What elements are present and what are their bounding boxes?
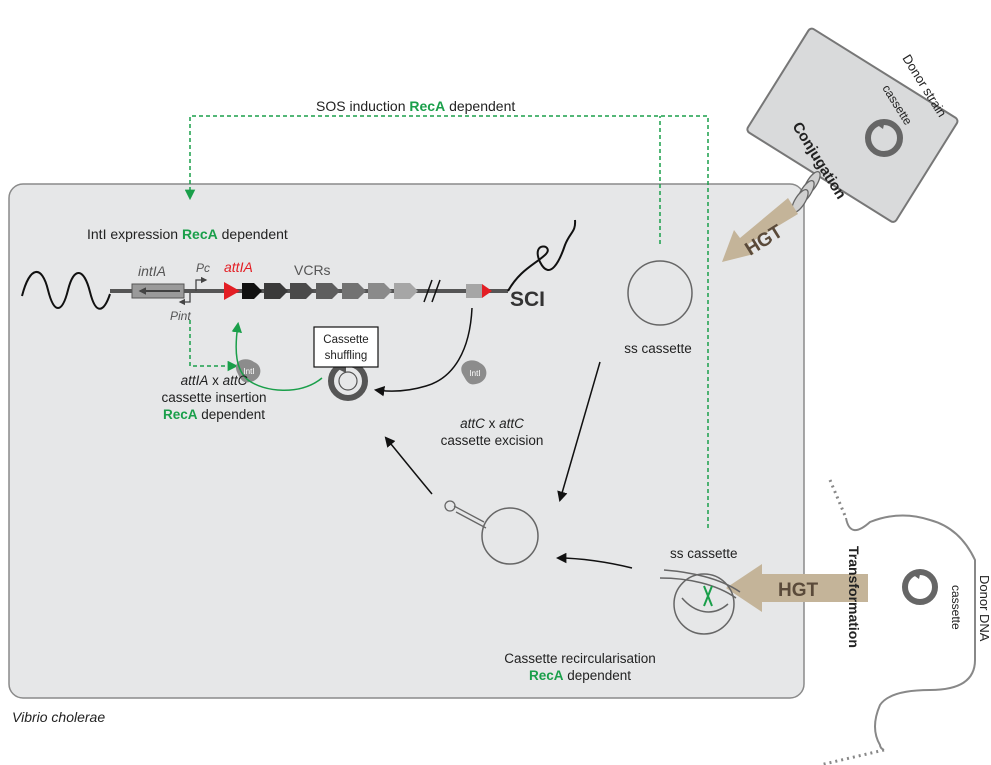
insertion-line2: cassette insertion <box>161 390 266 405</box>
intl-label-left: IntI <box>243 367 254 376</box>
ss-cassette-label-top: ss cassette <box>624 341 692 356</box>
hgt-arrow-bottom <box>726 564 868 612</box>
last-cassette <box>466 284 482 298</box>
sci-label: SCI <box>510 288 545 311</box>
transform-to-hairpin-arrow <box>555 552 633 569</box>
hgt-label-bottom: HGT <box>778 580 819 601</box>
insertion-line1: attIA x attC <box>181 373 248 388</box>
hgt-arrow-top <box>722 198 798 262</box>
conjugation-pilus <box>791 171 821 213</box>
excision-line2: cassette excision <box>441 433 544 448</box>
ss-cassette-transformation <box>659 569 741 635</box>
transformation-label: Transformation <box>846 546 862 648</box>
attIA-label: attIA <box>224 259 253 275</box>
organism-label: Vibrio cholerae <box>12 709 105 725</box>
last-attC-site <box>482 284 492 298</box>
excision-arrow <box>373 307 473 397</box>
intl-expression-label: IntI expression RecA dependent <box>87 226 288 242</box>
intl-protein-left <box>235 359 261 383</box>
ss-cassette-label-bottom: ss cassette <box>670 546 738 561</box>
donor-dna-boundary <box>845 514 976 751</box>
donor-dna-dots-bottom <box>819 748 885 765</box>
attIA-site <box>224 282 240 300</box>
donor-dna-label: Donor DNA <box>977 575 991 642</box>
vibrio-cell <box>8 183 805 699</box>
break-marks <box>423 279 441 303</box>
pc-label: Pc <box>196 261 210 275</box>
intl-expression-line <box>189 320 239 372</box>
insertion-arrow <box>231 321 323 391</box>
intl-label-right: IntI <box>469 369 480 378</box>
cassette-shuffling-line2: shuffling <box>325 350 368 362</box>
hairpin-cassette <box>444 500 539 565</box>
cassette-shuffling-line1: Cassette <box>323 334 368 346</box>
donor-dna-cassette-label: cassette <box>949 585 963 630</box>
sos-induction-label: SOS induction RecA dependent <box>316 98 515 114</box>
pc-promoter-icon <box>195 276 208 291</box>
ss-to-hairpin-arrow <box>557 361 601 503</box>
insertion-line3: RecA dependent <box>163 407 265 422</box>
donor-strain-plasmid-icon <box>865 119 903 157</box>
intl-protein-right <box>461 360 487 385</box>
ss-cassette-circle <box>627 260 693 326</box>
vcrs-label: VCRs <box>294 262 331 278</box>
cassette-shuffling-box <box>313 326 379 368</box>
pint-label: Pint <box>170 309 191 323</box>
intIA-label: intIA <box>138 263 166 279</box>
sos-induction-lines <box>184 115 709 528</box>
hairpin-to-circle-arrow <box>384 436 433 495</box>
excision-line1: attC x attC <box>460 416 524 431</box>
donor-dna-dots-top <box>828 479 848 519</box>
recirc-line2: RecA dependent <box>529 668 631 683</box>
vcr-cassettes <box>242 283 418 299</box>
pint-promoter-icon <box>178 293 191 306</box>
donor-dna-plasmid-icon <box>902 569 938 605</box>
recirc-line1: Cassette recircularisation <box>504 651 656 666</box>
